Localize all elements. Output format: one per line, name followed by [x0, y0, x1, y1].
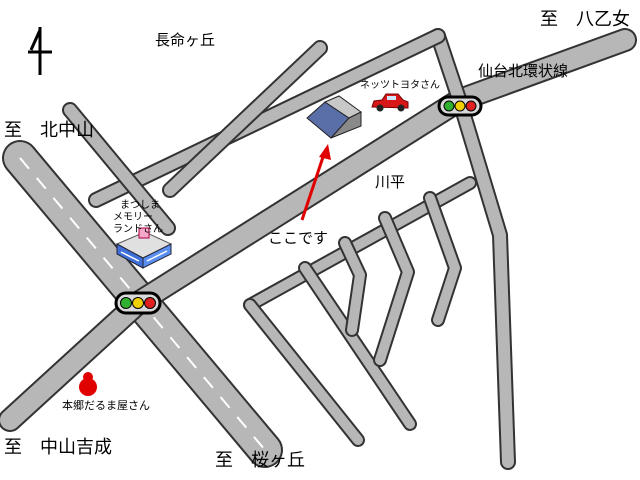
- right-branch-road: [430, 28, 516, 470]
- traffic-light-icon: [114, 291, 162, 315]
- left-upper-road: [62, 40, 328, 236]
- car-icon: [371, 93, 409, 112]
- kawadaira-streets: [243, 176, 477, 447]
- daruma-icon: [79, 372, 97, 396]
- north-arrow-icon: [28, 27, 52, 75]
- ring-road: [0, 28, 637, 432]
- landmark-label-matsushima-3: ランドさん: [113, 223, 163, 235]
- direction-label-bottom-center: 至 桜ヶ丘: [215, 450, 305, 471]
- upper-road: [88, 28, 446, 208]
- landmark-label-matsushima-1: まつしま: [120, 199, 160, 211]
- area-label-kawadaira: 川平: [375, 173, 405, 191]
- landmark-label-daruma: 本郷だるま屋さん: [62, 398, 150, 412]
- direction-label-top-right: 至 八乙女: [540, 9, 630, 30]
- traffic-light-icon: [437, 95, 483, 117]
- landmark-label-matsushima-2: メモリー: [113, 212, 153, 223]
- road-label-ring-road: 仙台北環状線: [478, 62, 568, 80]
- destination-label: ここです: [268, 229, 328, 247]
- direction-label-top-left: 至 北中山: [4, 120, 94, 141]
- destination-pointer-arrow: [300, 144, 331, 221]
- building-icon: [306, 95, 362, 139]
- memorial-building-icon: [115, 227, 173, 269]
- direction-label-bottom-left: 至 中山吉成: [4, 437, 112, 458]
- landmark-label-toyota: ネッツトヨタさん: [360, 79, 440, 91]
- area-label-nagamachigaoka: 長命ヶ丘: [155, 31, 215, 49]
